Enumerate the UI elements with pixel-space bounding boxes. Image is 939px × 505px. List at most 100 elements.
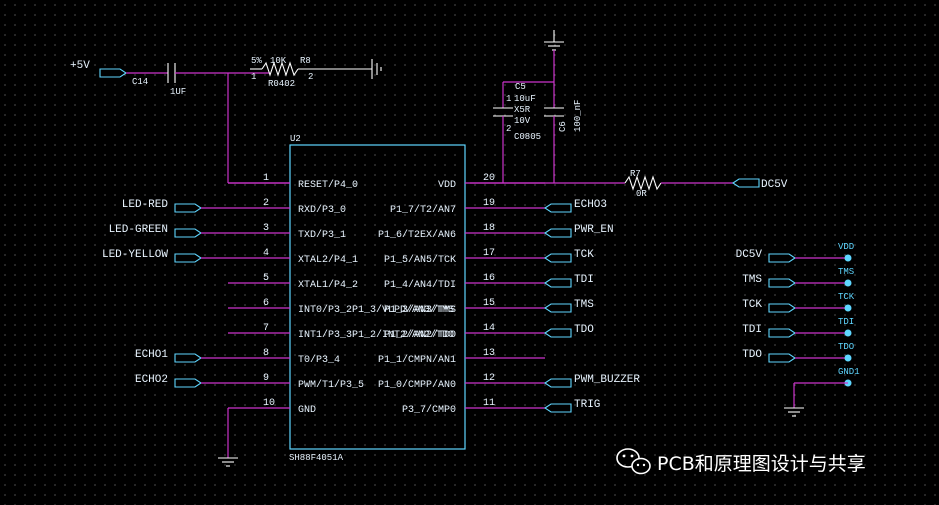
- net-label: LED-GREEN: [109, 224, 168, 236]
- net-port: [768, 353, 796, 363]
- pin-name: TXD/P3_1: [298, 229, 346, 241]
- connector-pin-label: GND1: [838, 367, 860, 377]
- pin-number: 8: [263, 348, 269, 359]
- pin-name: RXD/P3_0: [298, 204, 346, 216]
- pin-name: PWM/T1/P3_5: [298, 379, 364, 391]
- connector-pin-label: VDD: [838, 242, 854, 252]
- connector-pin-label: TCK: [838, 292, 855, 302]
- capacitor-c5-ref: C5: [515, 82, 526, 92]
- capacitor-c5-package: C0805: [514, 132, 541, 142]
- capacitor-c5-dielectric: X5R: [514, 105, 531, 115]
- pin-number: 7: [263, 323, 269, 334]
- resistor-r8-pin2: 2: [308, 72, 313, 82]
- pin-name: XTAL1/P4_2: [298, 279, 358, 291]
- net-port: [544, 278, 572, 288]
- pin-name: INT0/P3_2P1_3/VLPD/AN3/TMS: [298, 304, 454, 316]
- connector-pin-dot: [844, 279, 852, 287]
- net-port: [174, 203, 202, 213]
- pin-number: 13: [483, 348, 495, 359]
- connector-pin-dot: [844, 304, 852, 312]
- connector-pin-dot: [844, 254, 852, 262]
- net-port: [544, 253, 572, 263]
- net-port: [174, 353, 202, 363]
- net-port: [544, 403, 572, 413]
- power-port-plus5v: [99, 68, 127, 78]
- pin-number: 14: [483, 323, 495, 334]
- net-label: TCK: [742, 299, 762, 311]
- resistor-r7-value: 0R: [636, 189, 647, 199]
- net-label: LED-YELLOW: [102, 249, 168, 261]
- net-label: TMS: [574, 299, 594, 311]
- pin-name: VDD: [438, 180, 456, 191]
- connector-pin-dot: [844, 329, 852, 337]
- capacitor-c14-value: 1UF: [170, 87, 186, 97]
- connector-pin-label: TDI: [838, 317, 854, 327]
- ic-body: [289, 144, 466, 450]
- resistor-r8-package: R0402: [268, 79, 295, 89]
- net-label-dc5v: DC5V: [761, 179, 788, 191]
- net-label: TDO: [574, 324, 594, 336]
- connector-pin-0: VDD: [838, 242, 854, 262]
- decoupling-network: C5 10uF X5R 10V C0805 1 2 C6 100_nF: [493, 30, 583, 183]
- pin-name: P1_0/CMPP/AN0: [378, 379, 456, 391]
- net-port: [768, 303, 796, 313]
- connector-pin-1: TMS: [838, 267, 854, 287]
- pin-number: 16: [483, 273, 495, 284]
- resistor-r7: [624, 175, 662, 191]
- pin-number: 10: [263, 398, 275, 409]
- resistor-r8-tolerance: 5%: [251, 56, 262, 66]
- ic-left-pins: 1RESET/P4_02RXD/P3_0LED-RED3TXD/P3_1LED-…: [102, 173, 454, 416]
- pin-name: P1_5/AN5/TCK: [384, 254, 456, 266]
- net-label: DC5V: [736, 249, 763, 261]
- net-port: [544, 303, 572, 313]
- pin-number: 11: [483, 398, 495, 409]
- pin-number: 2: [263, 198, 269, 209]
- pin-number: 19: [483, 198, 495, 209]
- connector-net-4: TDO: [742, 349, 848, 363]
- pin-number: 9: [263, 373, 269, 384]
- watermark-text: PCB和原理图设计与共享: [657, 453, 866, 475]
- net-label: ECHO3: [574, 199, 607, 211]
- net-label: ECHO2: [135, 374, 168, 386]
- pin-name: P1_2/AN2/TDO: [384, 329, 456, 341]
- pin-number: 15: [483, 298, 495, 309]
- power-net-label: +5V: [70, 60, 90, 72]
- pin-number: 3: [263, 223, 269, 234]
- pin-name: P1_6/T2EX/AN6: [378, 229, 456, 241]
- net-label: TMS: [742, 274, 762, 286]
- wechat-logo-icon: [616, 448, 651, 475]
- pin-number: 4: [263, 248, 269, 259]
- pin-number: 18: [483, 223, 495, 234]
- pin-number: 17: [483, 248, 495, 259]
- pin-name: INT1/P3_3P1_2/INT2/AN2/TDO: [298, 329, 454, 341]
- net-label: TDI: [742, 324, 762, 336]
- net-port: [544, 378, 572, 388]
- resistor-r7-ref: R7: [630, 169, 641, 179]
- net-port: [544, 203, 572, 213]
- resistor-r8-ref: R8: [300, 56, 311, 66]
- net-label: ECHO1: [135, 349, 168, 361]
- net-label: PWR_EN: [574, 224, 614, 236]
- pin-name: P1_1/CMPN/AN1: [378, 354, 456, 366]
- capacitor-c5-pin2: 2: [506, 124, 511, 134]
- resistor-r8-pin1: 1: [251, 72, 256, 82]
- watermark: PCB和原理图设计与共享: [616, 448, 866, 475]
- pin-number: 1: [263, 173, 269, 184]
- capacitor-c5-pin1: 1: [506, 94, 511, 104]
